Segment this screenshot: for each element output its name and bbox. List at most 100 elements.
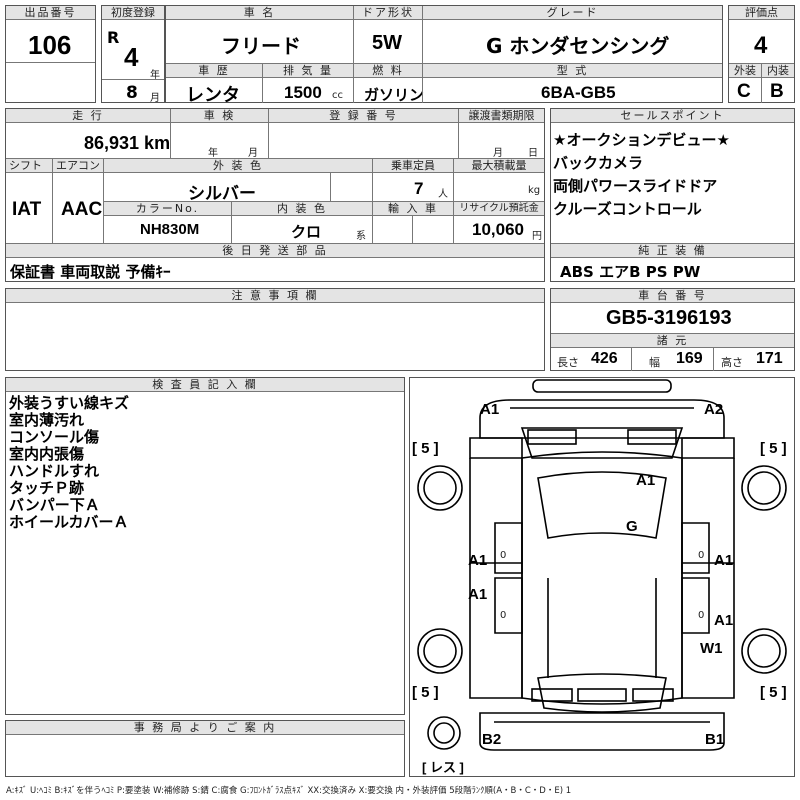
tire-tread-fr: [ 5 ] [760, 440, 787, 457]
shift-label: シフト [6, 159, 52, 173]
transfer-month-unit: 月 [493, 148, 503, 159]
lot-number: 106 [28, 30, 72, 60]
damage-mark: A1 [714, 552, 734, 569]
pillar-mark: 0 [698, 550, 705, 561]
score-box: 評価点 4 外装 内装 C B [728, 5, 795, 103]
int-color-unit: 系 [356, 231, 366, 242]
spare-tire-status: [ レス ] [422, 760, 464, 775]
inspector-note: 室内内張傷 [9, 445, 85, 463]
displacement-label: 排 気 量 [263, 64, 353, 78]
grade: G ホンダセンシング [486, 34, 670, 58]
int-color: クロ [291, 223, 322, 241]
lot-box: 出品番号 106 [5, 5, 96, 103]
ext-color: シルバー [188, 184, 256, 204]
capacity-unit: 人 [438, 189, 448, 200]
first-reg-label: 初度登録 [102, 6, 164, 20]
exterior-grade: C [737, 81, 751, 102]
interior-grade: B [770, 81, 784, 102]
chassis-number: GB5-3196193 [606, 307, 732, 329]
sales-box: セールスポイント ★オークションデビュー★ バックカメラ 両側パワースライドドア… [550, 108, 795, 282]
grade-label: グレード [423, 6, 722, 20]
inspector-box: 検 査 員 記 入 欄 外装うすい線キズ 室内薄汚れ コンソール傷 室内内張傷 … [5, 377, 405, 715]
tire-tread-rr: [ 5 ] [760, 684, 787, 701]
displacement: 1500 [284, 83, 322, 102]
history: レンタ [186, 85, 240, 106]
damage-mark: A2 [704, 401, 724, 418]
height-label: 高さ [721, 356, 743, 369]
history-label: 車 歴 [166, 64, 262, 78]
fuel-label: 燃 料 [354, 64, 422, 78]
inspection-label: 車 検 [171, 109, 268, 123]
plate-label: 登 録 番 号 [269, 109, 458, 123]
height: 171 [756, 350, 783, 367]
damage-mark: A1 [480, 401, 500, 418]
score-label: 評価点 [729, 6, 794, 20]
tire-tread-fl: [ 5 ] [412, 440, 439, 457]
damage-mark: B1 [705, 731, 725, 748]
car-name: フリード [221, 34, 301, 58]
sales-item: バックカメラ [553, 154, 644, 172]
mileage: 86,931 km [84, 133, 171, 153]
chassis-box: 車 台 番 号 GB5-3196193 諸 元 長さ 426 幅 169 高さ … [550, 288, 795, 371]
capacity-label: 乗車定員 [373, 159, 453, 173]
width: 169 [676, 350, 703, 367]
model-code: 6BA-GB5 [541, 83, 616, 102]
mileage-label: 走 行 [6, 109, 170, 123]
inspector-label: 検 査 員 記 入 欄 [6, 378, 404, 392]
car-info-box: 車 名 ドア形状 グレード フリード 5W G ホンダセンシング 車 歴 排 気… [165, 5, 723, 106]
reg-year: 4 [124, 42, 139, 72]
int-color-label: 内 装 色 [232, 202, 372, 216]
sales-item: 両側パワースライドドア [553, 177, 718, 195]
inspector-note: ホイールカバーＡ [9, 513, 129, 531]
damage-mark: W1 [700, 640, 723, 657]
tire-tread-rl: [ 5 ] [412, 684, 439, 701]
parts-label: 後 日 発 送 部 品 [6, 244, 544, 258]
detail-box: 走 行 車 検 登 録 番 号 譲渡書類期限 86,931 km 年 月 月 日… [5, 108, 545, 282]
exterior-label: 外装 [729, 64, 761, 78]
inspector-note: バンパー下Ａ [9, 496, 100, 514]
load-label: 最大積載量 [454, 159, 544, 173]
damage-mark: B2 [482, 731, 502, 748]
door-type: 5W [372, 32, 402, 54]
capacity: 7 [414, 179, 424, 198]
car-name-label: 車 名 [166, 6, 353, 20]
sales-item: クルーズコントロール [553, 200, 702, 218]
inspector-note: 外装うすい線キズ [9, 394, 130, 412]
inspector-note: タッチＰ跡 [9, 479, 85, 497]
caution-label: 注 意 事 項 欄 [6, 289, 544, 303]
damage-mark: A1 [714, 612, 734, 629]
car-outline-diagram [417, 379, 787, 751]
sales-label: セールスポイント [551, 109, 794, 123]
reg-month: 8 [126, 83, 138, 103]
office-label: 事 務 局 よ り ご 案 内 [6, 721, 404, 735]
recycle-label: リサイクル預託金 [454, 202, 544, 216]
inspection-year-unit: 年 [208, 148, 218, 159]
damage-mark: A1 [468, 586, 488, 603]
year-unit: 年 [150, 70, 160, 81]
recycle-unit: 円 [532, 231, 542, 242]
equipment-label: 純 正 装 備 [551, 244, 794, 258]
damage-mark: G [626, 518, 638, 535]
ac: AAC [61, 199, 103, 220]
inspection-month-unit: 月 [248, 148, 258, 159]
lot-label: 出品番号 [6, 6, 95, 20]
inspector-note: コンソール傷 [9, 428, 100, 446]
damage-mark: A1 [636, 472, 656, 489]
era: R [107, 28, 120, 47]
parts: 保証書 車両取説 予備ｷｰ [10, 263, 171, 281]
displacement-unit: cc [332, 90, 343, 101]
inspector-note: 室内薄汚れ [9, 411, 85, 429]
sales-item: ★オークションデビュー★ [553, 131, 730, 149]
pillar-mark: 0 [500, 610, 507, 621]
pillar-mark: 0 [500, 550, 507, 561]
caution-box: 注 意 事 項 欄 [5, 288, 545, 371]
pillar-mark: 0 [698, 610, 705, 621]
dims-label: 諸 元 [551, 333, 794, 348]
equipment: ABS エアB PS PW [560, 263, 701, 281]
fuel: ガソリン [364, 86, 425, 104]
damage-mark: A1 [468, 552, 488, 569]
width-label: 幅 [649, 356, 660, 369]
door-label: ドア形状 [354, 6, 422, 20]
transfer-label: 譲渡書類期限 [459, 109, 544, 123]
color-no: NH830M [140, 221, 200, 238]
